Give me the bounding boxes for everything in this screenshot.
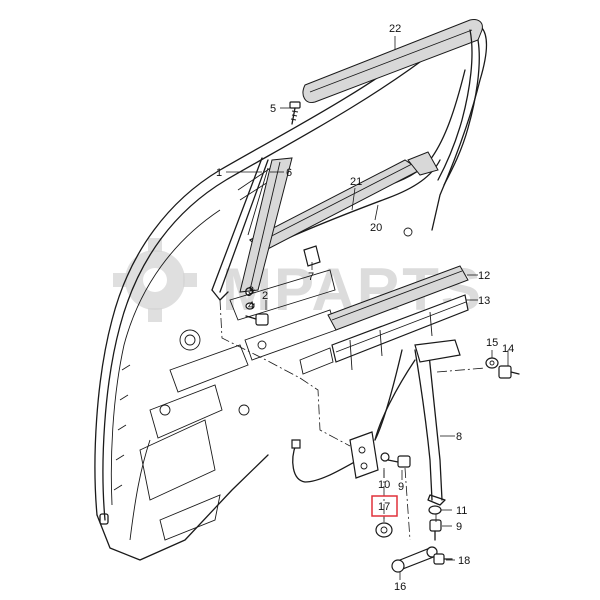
door-frame [94, 24, 488, 561]
part-15-washer [485, 357, 499, 369]
callout-16: 16 [394, 581, 406, 593]
part-22-top-seal [302, 19, 483, 186]
callout-11: 11 [456, 505, 467, 517]
part-4-washer [245, 302, 255, 310]
callout-18: 18 [458, 555, 470, 567]
callout-7: 7 [308, 271, 314, 283]
callout-5: 5 [270, 103, 276, 115]
part-5-screw [289, 101, 301, 125]
part-6-vertical-channel [239, 157, 293, 293]
callout-2: 2 [262, 290, 268, 302]
callout-9-lower: 9 [456, 521, 462, 533]
part-12-felt-strip [327, 265, 469, 331]
callout-9-upper: 9 [398, 481, 404, 493]
callout-10: 10 [378, 479, 390, 491]
callout-14: 14 [502, 343, 514, 355]
callout-13: 13 [478, 295, 490, 307]
callout-4: 4 [248, 300, 254, 312]
part-3-clip [245, 287, 254, 297]
callout-21: 21 [350, 176, 362, 188]
callout-22: 22 [389, 23, 401, 35]
part-18-screw [433, 553, 453, 565]
callout-1: 1 [216, 167, 222, 179]
part-13-lower-rail [331, 294, 469, 371]
part-11-washer [428, 505, 442, 515]
callout-6: 6 [286, 167, 292, 179]
part-2-bolt [245, 313, 269, 326]
part-7-clip [303, 245, 321, 267]
part-17-grommet [375, 522, 393, 538]
part-17-regulator-motor-mount [349, 431, 379, 479]
callout-12: 12 [478, 270, 490, 282]
part-9-bolt-lower [429, 519, 442, 541]
part-10-nut [380, 452, 399, 463]
callout-8: 8 [456, 431, 462, 443]
callout-labels: 22 5 1 6 21 20 12 7 3 4 2 13 15 14 8 10 … [216, 23, 514, 593]
gear-watermark-icon [113, 238, 197, 322]
assembly-lines [219, 299, 486, 541]
callout-17: 17 [378, 501, 390, 513]
leader-lines [226, 36, 509, 580]
callout-3: 3 [248, 285, 254, 297]
part-8-window-regulator [374, 339, 461, 506]
regulator-cable [291, 359, 416, 483]
callout-15: 15 [486, 337, 498, 349]
part-16-crank-handle [391, 546, 438, 573]
part-14-bolt [498, 365, 520, 379]
highlight-box [371, 495, 398, 517]
part-9-bolt-upper [397, 455, 411, 468]
callout-20: 20 [370, 222, 382, 234]
